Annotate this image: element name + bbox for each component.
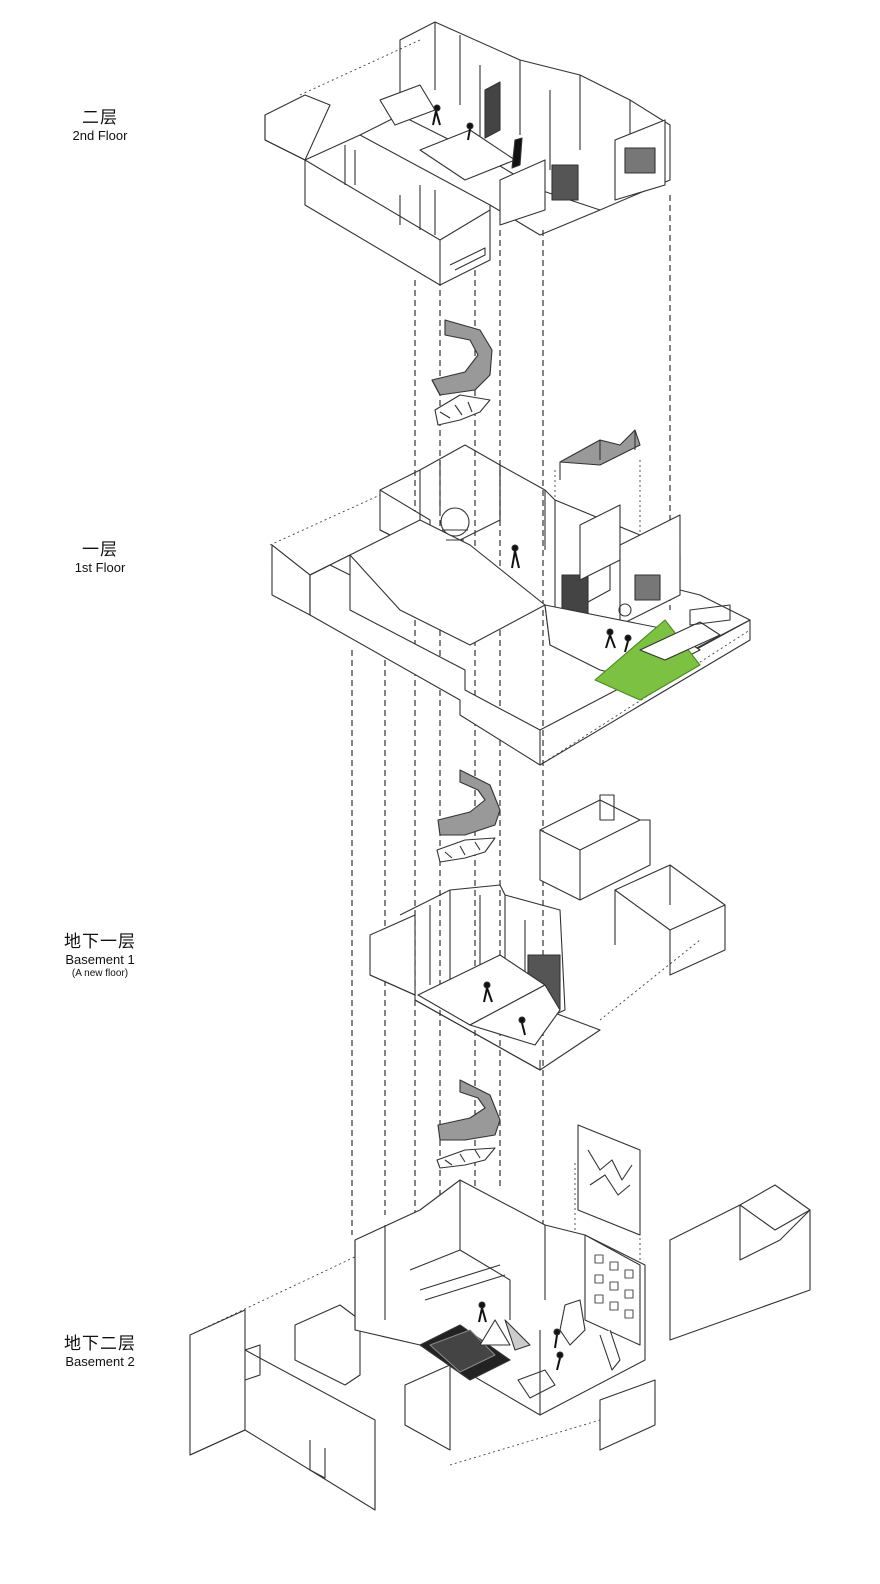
spiral-stair-upper xyxy=(431,319,493,426)
floor-name-cn: 一层 xyxy=(82,540,118,560)
label-1st-floor: 一层 1st Floor xyxy=(20,540,180,576)
floor-1-plan xyxy=(271,429,751,766)
floor-name-en: 1st Floor xyxy=(74,560,126,576)
label-2nd-floor: 二层 2nd Floor xyxy=(20,108,180,144)
floor-name-cn: 地下二层 xyxy=(64,1334,136,1354)
label-basement-1: 地下一层 Basement 1 (A new floor) xyxy=(20,932,180,980)
floor-name-en: 2nd Floor xyxy=(72,128,128,144)
floor-name-en: Basement 1 xyxy=(65,952,135,968)
basement-1-plan xyxy=(369,794,726,1071)
floor-note: (A new floor) xyxy=(71,967,129,979)
floor-name-cn: 二层 xyxy=(82,108,118,128)
floor-name-en: Basement 2 xyxy=(65,1354,135,1370)
spiral-stair-middle xyxy=(436,769,501,863)
spiral-stair-lower xyxy=(436,1079,501,1169)
floor-name-cn: 地下一层 xyxy=(64,932,136,952)
label-basement-2: 地下二层 Basement 2 xyxy=(20,1334,180,1370)
climbing-wall-grid xyxy=(594,1254,634,1319)
basement-2-plan xyxy=(189,1124,811,1511)
floor-2-plan xyxy=(264,21,671,286)
